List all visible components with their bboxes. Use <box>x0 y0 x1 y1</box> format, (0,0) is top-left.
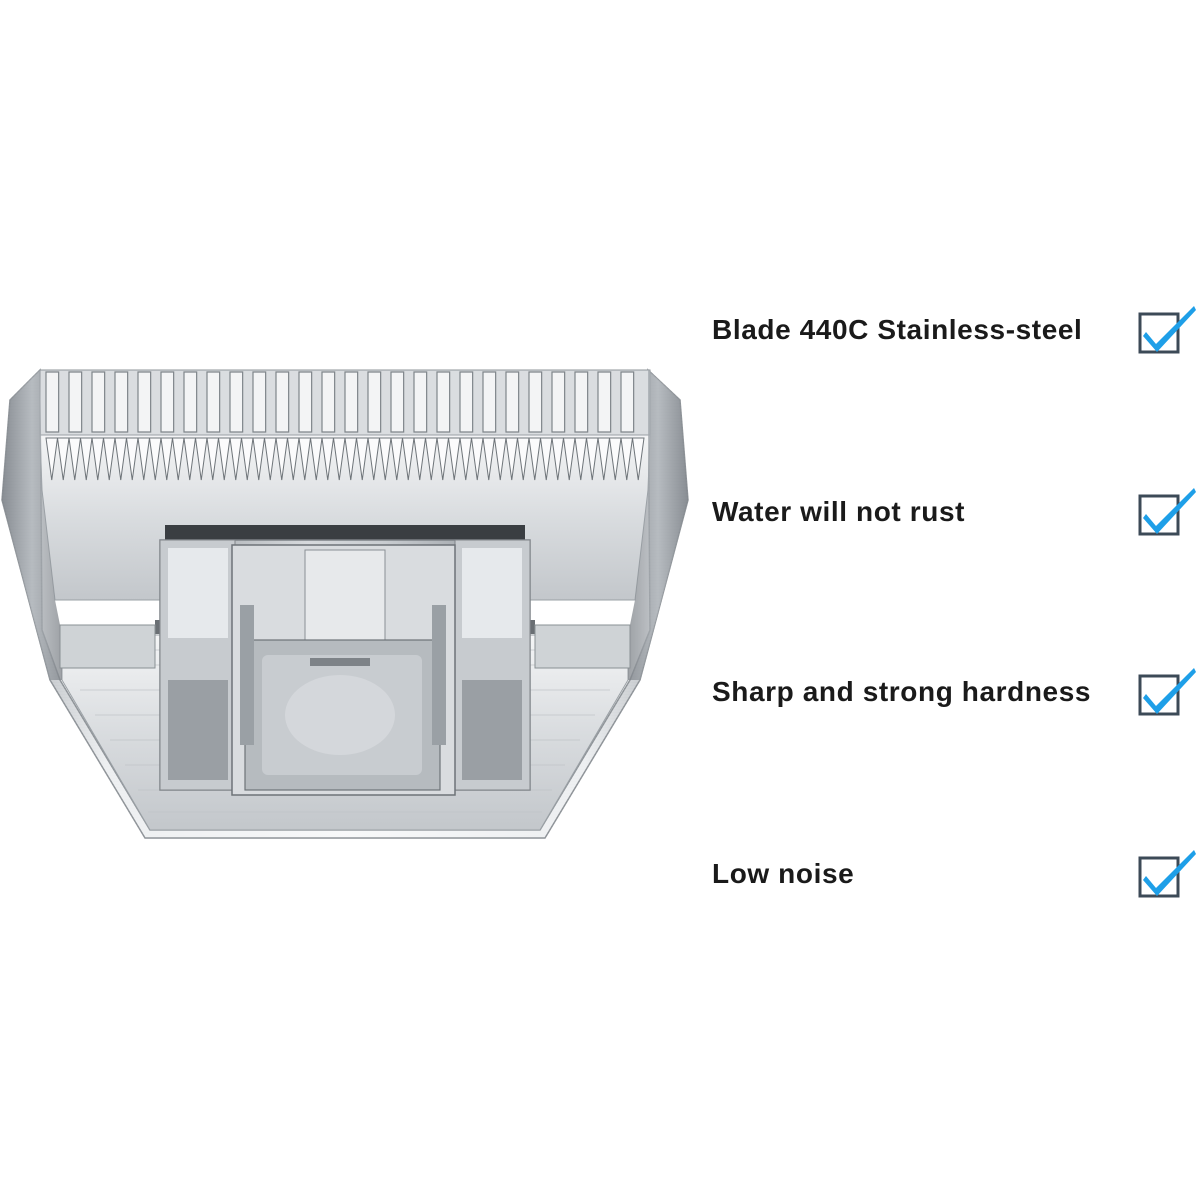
feature-item: Low noise <box>700 846 1200 906</box>
checkbox-checked-icon <box>1138 846 1200 902</box>
hair-clipper-blade-icon <box>0 350 690 850</box>
feature-label: Low noise <box>712 858 855 889</box>
feature-checklist: Blade 440C Stainless-steel Water will no… <box>700 0 1200 1200</box>
clipper-blade-image <box>0 350 690 850</box>
feature-item: Water will not rust <box>700 484 1200 544</box>
feature-item: Sharp and strong hardness <box>700 664 1200 724</box>
checkbox-checked-icon <box>1138 302 1200 358</box>
feature-label: Blade 440C Stainless-steel <box>712 314 1083 345</box>
feature-label: Water will not rust <box>712 496 966 527</box>
checkbox-checked-icon <box>1138 664 1200 720</box>
feature-label: Sharp and strong hardness <box>712 676 1092 707</box>
feature-item: Blade 440C Stainless-steel <box>700 302 1200 362</box>
checkbox-checked-icon <box>1138 484 1200 540</box>
